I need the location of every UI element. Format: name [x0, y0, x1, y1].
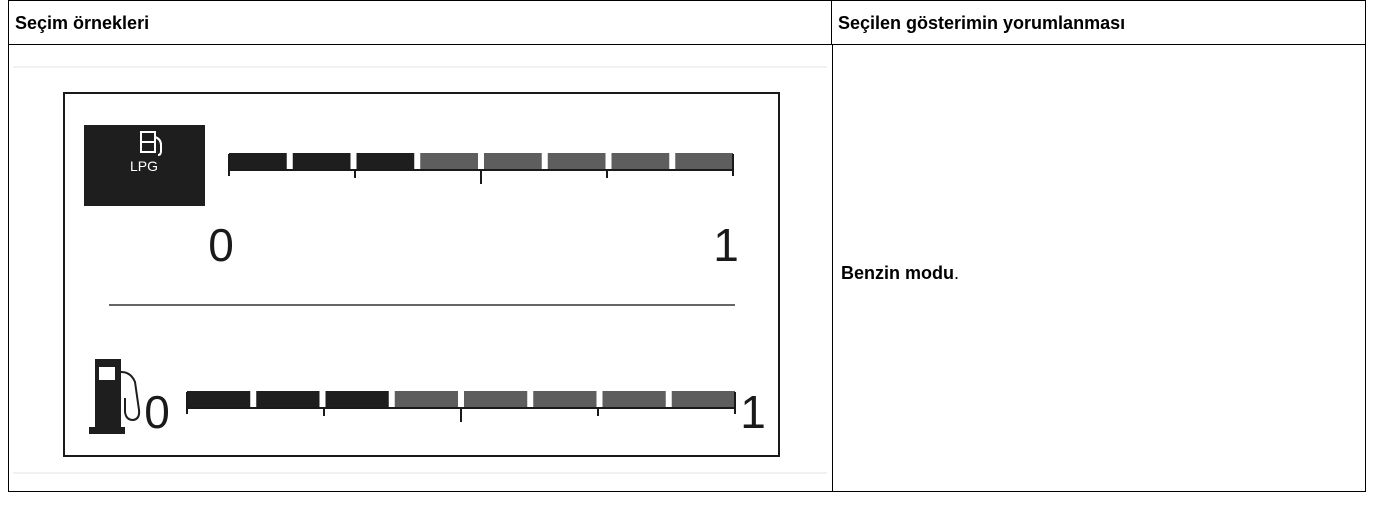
mode-label: Benzin modu: [841, 263, 954, 283]
header-selection-examples: Seçim örnekleri: [9, 1, 832, 45]
lpg-gauge-segment: [611, 153, 670, 169]
petrol-scale-max: 1: [740, 386, 766, 438]
petrol-pump-icon: [89, 359, 141, 434]
lpg-gauge-segment: [292, 153, 351, 169]
lpg-scale-max: 1: [713, 219, 739, 271]
lpg-gauge: [228, 153, 734, 184]
petrol-gauge-segment: [671, 391, 735, 407]
petrol-gauge-segment: [187, 391, 251, 407]
lpg-scale-min: 0: [208, 219, 234, 271]
fuel-display-illustration: LPG 0 1 0 1: [9, 45, 832, 490]
petrol-gauge-segment: [394, 391, 458, 407]
petrol-gauge-segment: [256, 391, 320, 407]
lpg-label: LPG: [130, 158, 158, 174]
lpg-gauge-segment: [547, 153, 606, 169]
petrol-gauge: [186, 391, 736, 422]
lpg-gauge-segment: [420, 153, 478, 169]
petrol-scale-min: 0: [144, 386, 170, 438]
header-interpretation: Seçilen gösterimin yorumlanması: [832, 1, 1365, 45]
column-divider: [832, 45, 833, 491]
description-period: .: [954, 263, 960, 283]
lpg-gauge-segment: [229, 153, 287, 169]
petrol-gauge-segment: [464, 391, 528, 407]
lpg-gauge-segment: [484, 153, 542, 169]
petrol-gauge-segment: [533, 391, 597, 407]
lpg-icon: LPG: [84, 125, 205, 206]
petrol-gauge-segment: [602, 391, 666, 407]
lpg-gauge-segment: [356, 153, 415, 169]
interpretation-text: Benzin modu.: [841, 263, 959, 284]
lpg-gauge-segment: [675, 153, 733, 169]
petrol-gauge-segment: [325, 391, 389, 407]
info-table: Seçim örnekleri Seçilen gösterimin yorum…: [8, 0, 1366, 492]
